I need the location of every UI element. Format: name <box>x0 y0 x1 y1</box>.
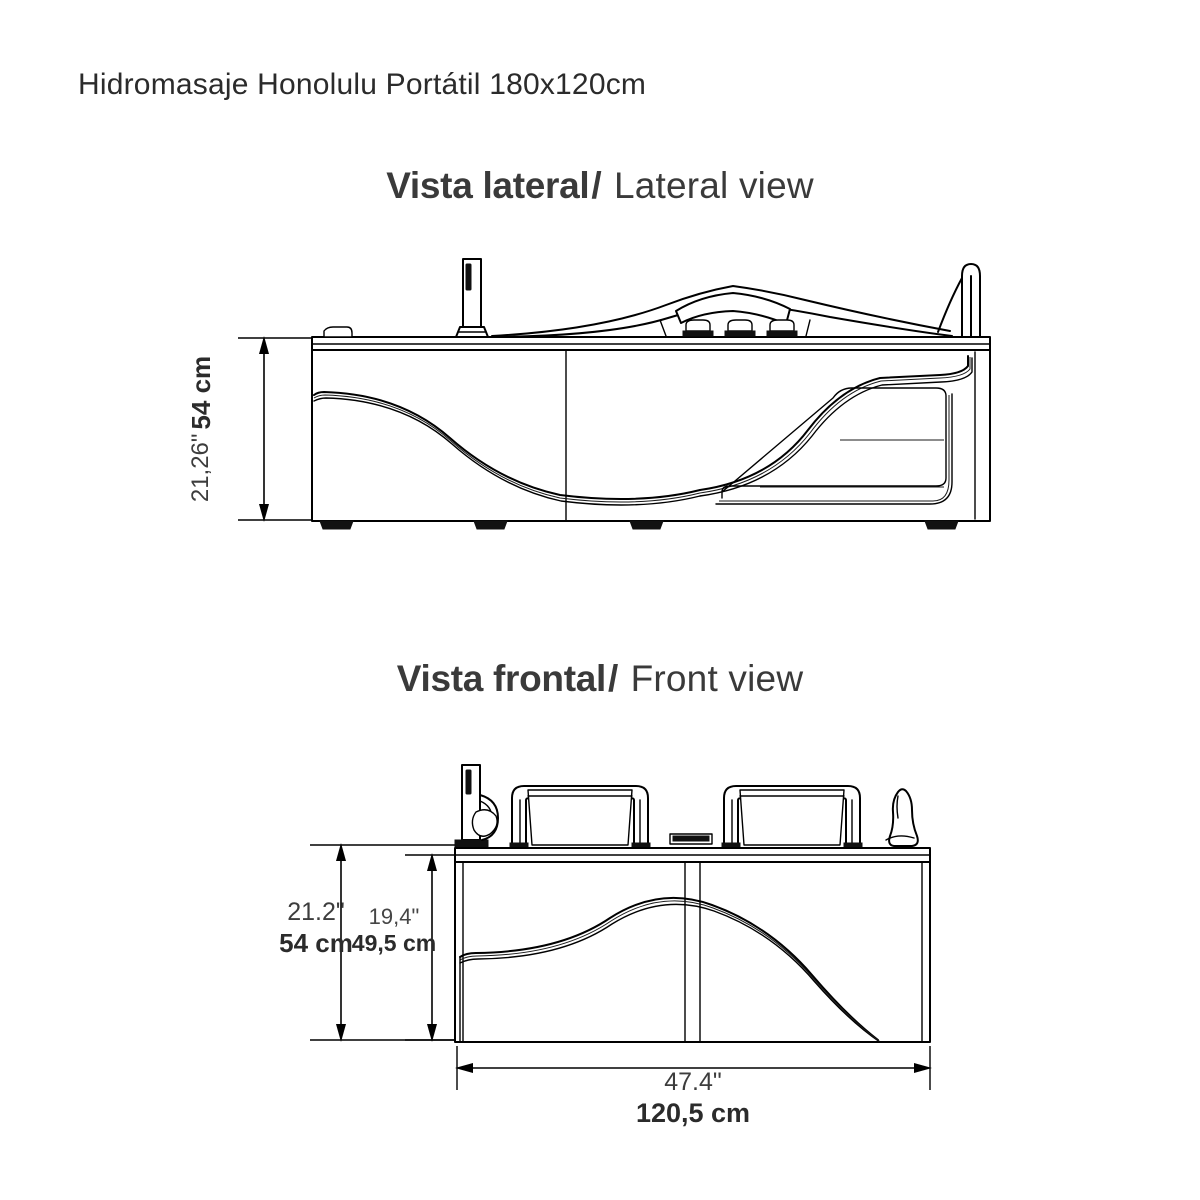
front-width-metric: 120,5 cm <box>635 1097 751 1128</box>
backrest-profile <box>491 285 953 338</box>
front-width-label: 47.4" 120,5 cm <box>593 1068 793 1129</box>
tub-body-outline <box>311 349 991 522</box>
skirt-curve-band <box>313 391 701 506</box>
heading-frontal-separator: / <box>608 658 619 699</box>
seat-step-profile <box>699 355 973 505</box>
control-knobs <box>682 319 798 337</box>
deck-drain-fitting <box>323 326 353 338</box>
front-tub-body-outline <box>454 847 931 1043</box>
front-overall-height-metric: 54 cm <box>279 927 353 958</box>
tub-feet <box>319 520 959 530</box>
front-overall-height-label: 21.2" 54 cm <box>256 898 376 958</box>
lateral-height-imperial: 21,26" <box>187 433 215 503</box>
heading-lateral-es: Vista lateral <box>386 165 590 206</box>
section-heading-lateral: Vista lateral/ Lateral view <box>0 165 1200 207</box>
page-title: Hidromasaje Honolulu Portátil 180x120cm <box>78 68 647 101</box>
lateral-height-dimension <box>238 336 318 522</box>
front-faucet-pillar-icon <box>454 764 499 849</box>
front-shower-handset-icon <box>885 788 919 847</box>
front-deck-control <box>669 833 713 845</box>
section-heading-frontal: Vista frontal/ Front view <box>0 658 1200 700</box>
heading-frontal-en: Front view <box>630 658 804 699</box>
faucet-pillar-icon <box>455 258 489 338</box>
front-overall-height-imperial: 21.2" <box>287 898 345 926</box>
front-body-height-imperial: 19,4" <box>368 904 420 929</box>
lateral-height-metric: 54 cm <box>186 355 216 430</box>
shower-hook-icon <box>937 263 981 337</box>
heading-lateral-en: Lateral view <box>613 165 814 206</box>
front-headrest-right <box>721 785 863 850</box>
front-body-height-label: 19,4" 49,5 cm <box>336 904 452 957</box>
heading-lateral-separator: / <box>591 165 602 206</box>
front-width-imperial: 47.4" <box>664 1068 722 1096</box>
heading-frontal-es: Vista frontal <box>396 658 607 699</box>
front-headrest-left <box>509 785 651 850</box>
front-skirt-curve-band <box>459 896 881 1043</box>
front-body-height-metric: 49,5 cm <box>351 929 437 956</box>
lateral-height-dimension-label: 21,26" 54 cm <box>186 356 217 502</box>
tub-deck <box>311 336 991 351</box>
